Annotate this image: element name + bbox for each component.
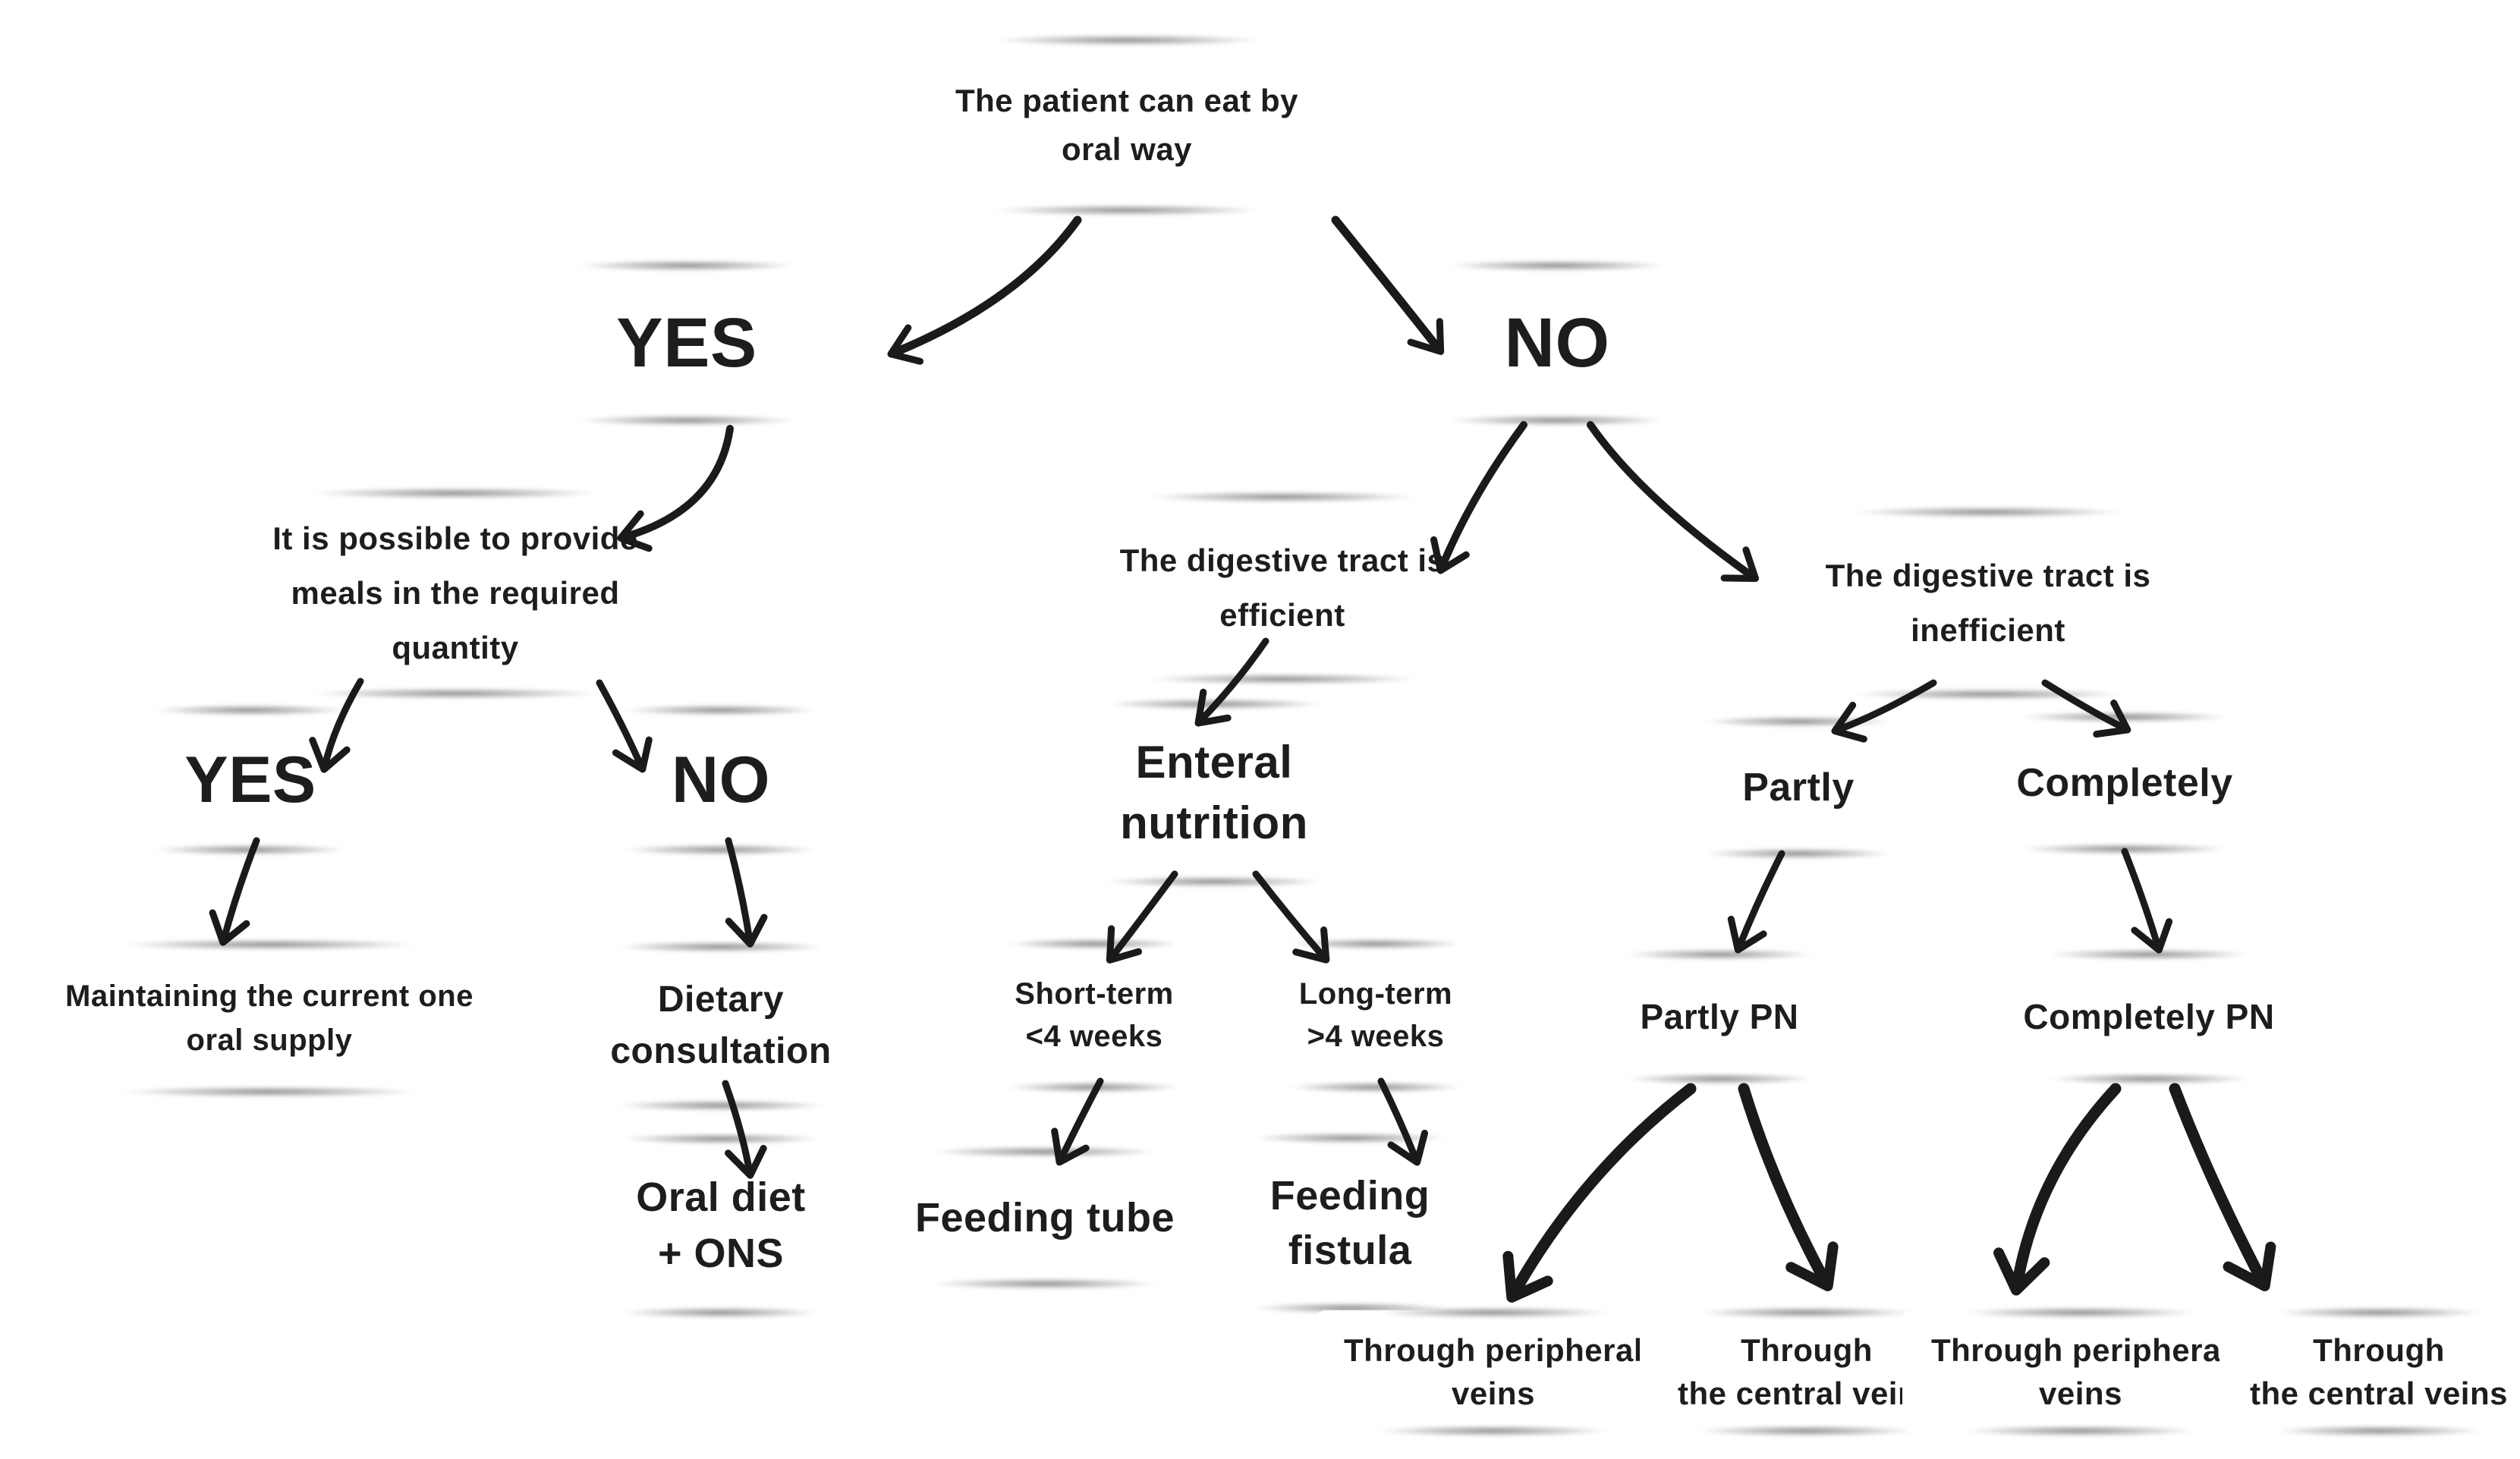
node-root-label: The patient can eat by bbox=[955, 83, 1299, 118]
node-maintain-label: Maintaining the current one bbox=[65, 979, 473, 1013]
node-yes2: YES bbox=[102, 708, 398, 852]
node-maintain: Maintaining the current one oral supply bbox=[42, 942, 497, 1094]
node-dietary: Dietary consultation bbox=[562, 944, 880, 1108]
node-peripheral-2-label: veins bbox=[2039, 1376, 2122, 1411]
node-maintain-label: oral supply bbox=[186, 1024, 353, 1057]
node-partly-pn-label: Partly PN bbox=[1640, 997, 1799, 1036]
node-oral-ons-label: + ONS bbox=[657, 1231, 785, 1276]
node-completely: Completely bbox=[1965, 715, 2284, 851]
arrow-no1-to-tract-inefficient bbox=[1587, 421, 1760, 583]
node-tract-inefficient-label: inefficient bbox=[1911, 612, 2065, 648]
node-peripheral-1-label: Through peripheral bbox=[1343, 1332, 1643, 1368]
arrow-completely-to-completely-pn bbox=[2121, 847, 2173, 954]
node-completely-pn-label: Completely PN bbox=[2023, 997, 2275, 1036]
node-short-term-label: Short-term bbox=[1015, 977, 1174, 1011]
arrow-partly-pn-to-peripheral-1 bbox=[1502, 1083, 1697, 1303]
arrow-completely-pn-to-peripheral-2 bbox=[1993, 1083, 2122, 1296]
node-partly: Partly bbox=[1654, 719, 1943, 856]
node-root-label: oral way bbox=[1061, 131, 1193, 167]
node-meals-possible-label: meals in the required bbox=[291, 575, 620, 611]
node-feeding-tube-label: Feeding tube bbox=[915, 1195, 1175, 1240]
arrow-root-to-yes1 bbox=[887, 215, 1082, 365]
node-enteral-label: Enteral bbox=[1135, 737, 1293, 788]
node-peripheral-2-label: Through peripheral bbox=[1930, 1332, 2230, 1368]
arrow-completely-pn-to-central-2 bbox=[2169, 1083, 2276, 1291]
node-dietary-label: Dietary bbox=[657, 979, 785, 1020]
node-short-term-label: <4 weeks bbox=[1025, 1020, 1163, 1053]
node-long-term: Long-term >4 weeks bbox=[1243, 941, 1509, 1090]
node-central-2-label: Through bbox=[2313, 1332, 2445, 1368]
node-peripheral-2: Through peripheral veins bbox=[1902, 1310, 2259, 1433]
node-central-1-label: Through bbox=[1741, 1332, 1873, 1368]
node-enteral-label: nutrition bbox=[1120, 797, 1308, 848]
node-completely-pn: Completely PN bbox=[1993, 952, 2304, 1081]
node-root: The patient can eat by oral way bbox=[922, 38, 1332, 212]
node-peripheral-1-label: veins bbox=[1452, 1376, 1535, 1411]
node-no2: NO bbox=[573, 708, 869, 852]
node-oral-ons: Oral diet + ONS bbox=[569, 1136, 873, 1315]
node-oral-ons-label: Oral diet bbox=[636, 1174, 806, 1220]
node-no2-label: NO bbox=[672, 744, 770, 816]
node-feeding-fistula-label: fistula bbox=[1288, 1228, 1412, 1273]
node-peripheral-1: Through peripheral veins bbox=[1315, 1310, 1672, 1433]
node-meals-possible: It is possible to provide meals in the re… bbox=[235, 491, 675, 696]
node-completely-label: Completely bbox=[2016, 761, 2233, 805]
node-central-2: Through the central veins bbox=[2220, 1310, 2520, 1433]
node-yes1: YES bbox=[520, 263, 854, 423]
node-meals-possible-label: quantity bbox=[392, 630, 519, 665]
node-enteral: Enteral nutrition bbox=[1047, 702, 1381, 884]
node-tract-inefficient: The digestive tract is inefficient bbox=[1783, 510, 2193, 696]
node-meals-possible-label: It is possible to provide bbox=[272, 520, 638, 556]
arrow-partly-pn-to-central-1 bbox=[1738, 1083, 1839, 1291]
node-long-term-label: >4 weeks bbox=[1307, 1020, 1445, 1053]
node-tract-efficient: The digestive tract is efficient bbox=[1078, 495, 1487, 681]
node-tract-efficient-label: The digestive tract is bbox=[1119, 542, 1446, 578]
node-central-2-label: the central veins bbox=[2250, 1376, 2508, 1411]
node-long-term-label: Long-term bbox=[1298, 977, 1453, 1011]
node-partly-pn: Partly PN bbox=[1575, 952, 1864, 1081]
node-yes2-label: YES bbox=[184, 744, 316, 816]
arrow-partly-to-partly-pn bbox=[1727, 850, 1785, 954]
node-short-term: Short-term <4 weeks bbox=[961, 941, 1227, 1090]
node-yes1-label: YES bbox=[616, 304, 757, 382]
node-no1: NO bbox=[1390, 263, 1724, 423]
node-feeding-fistula: Feeding fistula bbox=[1202, 1136, 1498, 1310]
node-feeding-fistula-label: Feeding bbox=[1269, 1173, 1430, 1218]
node-no1-label: NO bbox=[1504, 304, 1610, 382]
node-tract-inefficient-label: The digestive tract is bbox=[1825, 558, 2151, 593]
node-dietary-label: consultation bbox=[610, 1031, 832, 1071]
node-tract-efficient-label: efficient bbox=[1219, 597, 1345, 633]
node-central-1-label: the central veins bbox=[1678, 1376, 1936, 1411]
node-feeding-tube: Feeding tube bbox=[870, 1149, 1219, 1286]
node-partly-label: Partly bbox=[1742, 766, 1855, 810]
